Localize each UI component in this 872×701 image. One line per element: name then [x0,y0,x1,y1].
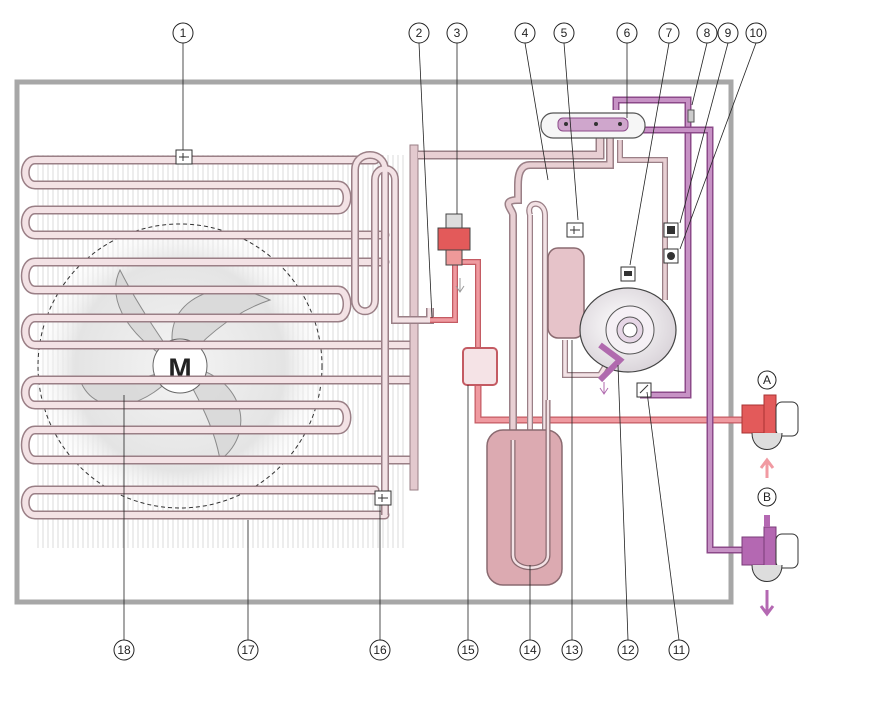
liquid-separator [547,247,585,339]
callout-circle [553,22,575,44]
callout-leader [691,42,708,106]
connection-valve-a [741,394,799,478]
receiver-tank [486,429,563,586]
callout-number: 9 [725,26,732,40]
callout-number: 16 [373,643,387,657]
callout-circle [457,639,479,661]
callout-circle [519,639,541,661]
sensor-icon [175,149,193,165]
thermostat-icon [663,222,679,238]
callout-circle [408,22,430,44]
connection-label-a-circle [757,370,777,390]
callout-circle [616,22,638,44]
callout-leader [679,42,729,224]
callout-circle [717,22,739,44]
connection-label-b-circle [757,487,777,507]
callout-number: 7 [666,26,673,40]
connection-valve-b [741,515,799,617]
callout-number: 5 [561,26,568,40]
callout-leader [629,42,670,266]
callout-circle [514,22,536,44]
callout-number: 4 [522,26,529,40]
callout-circle [668,639,690,661]
callout-circle [113,639,135,661]
thermostat-icon [620,266,636,282]
callout-number: 1 [180,26,187,40]
callout-leader [418,42,433,319]
sensor-icon [566,222,584,238]
callout-circle [561,639,583,661]
four-way-valve [540,112,646,139]
callout-circle [658,22,680,44]
callout-number: 13 [565,643,579,657]
callout-circle [172,22,194,44]
callout-number: 2 [416,26,423,40]
callout-number: 11 [673,643,686,657]
callout-circle [696,22,718,44]
callout-circle [237,639,259,661]
connection-label-a: A [763,373,771,387]
callout-number: 3 [454,26,461,40]
callout-number: 12 [621,643,635,657]
callout-number: 17 [241,643,255,657]
sensor-icon [636,382,652,398]
thermostat-icon [663,248,679,264]
callout-leader [524,42,549,181]
callout-number: 15 [461,643,475,657]
callout-number: 14 [523,643,537,657]
callout-circle [617,639,639,661]
callout-circle [745,22,767,44]
callout-leader [679,42,757,250]
coil-return-loops [351,151,434,515]
sensor-icon [374,490,392,506]
condenser-coil [20,155,415,520]
compressor [579,287,677,395]
callout-number: 10 [749,26,763,40]
callout-leader [646,391,680,641]
valve-icon [687,109,695,123]
filter-drier [462,347,498,386]
callout-leader [617,364,629,641]
callout-circle [446,22,468,44]
callout-number: 18 [117,643,131,657]
connection-label-b: B [763,490,771,504]
unit-frame [14,79,734,605]
expansion-valve [437,213,471,293]
callout-circle [369,639,391,661]
callout-leader [563,42,579,221]
callout-number: 6 [624,26,631,40]
tank-inner-tube [510,400,551,571]
callout-number: 8 [704,26,711,40]
